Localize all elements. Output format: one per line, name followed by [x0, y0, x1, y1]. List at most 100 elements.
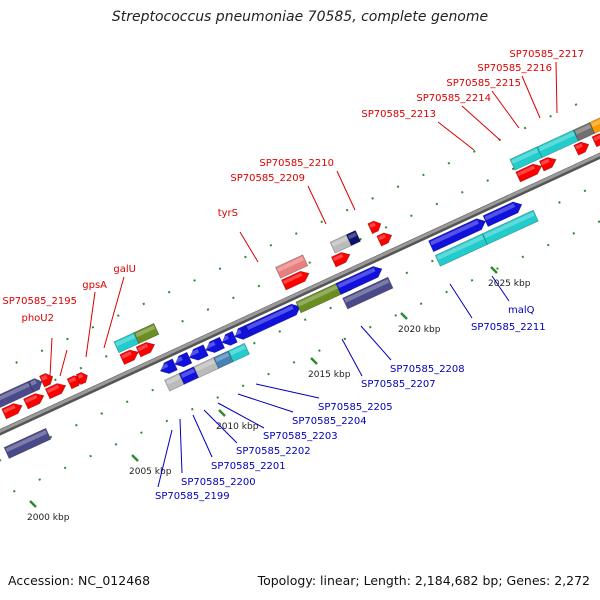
cds-feature [205, 336, 226, 353]
cds-red-feature-shine [332, 253, 344, 262]
cds-feature-shine [337, 267, 376, 289]
label-leader-line [307, 185, 327, 225]
gene-label: SP70585_2210 [259, 158, 334, 169]
cds-red-feature-shine [25, 394, 38, 404]
cds-red-feature [23, 393, 45, 410]
cds-red-feature [573, 141, 590, 156]
gene-label: SP70585_2217 [509, 49, 584, 60]
cds-red-feature [135, 342, 156, 358]
cds-red-feature [591, 133, 600, 148]
cds-feature [221, 330, 238, 346]
cds-feature [28, 378, 43, 393]
cds-feature-shine [484, 203, 516, 221]
cds-feature [133, 323, 160, 344]
gene-label: malQ [508, 305, 535, 316]
cds-red-feature-shine [517, 165, 536, 177]
cds-feature-shine [347, 232, 357, 240]
gene-features [0, 117, 600, 459]
kbp-tick [310, 357, 318, 365]
cds-feature [482, 201, 523, 228]
cds-feature-shine [30, 379, 37, 386]
gene-label: tyrS [218, 208, 238, 219]
cds-feature-shine [115, 334, 136, 347]
cds-red-feature-shine [137, 343, 149, 352]
label-leader-line [437, 121, 475, 151]
cds-feature-shine [5, 430, 48, 453]
cds-feature-shine [538, 131, 575, 152]
label-leader-line [192, 414, 213, 458]
kbp-tick [400, 312, 408, 320]
label-leader-line [491, 90, 520, 129]
label-leader-line [491, 275, 510, 302]
cds-feature-shine [430, 220, 479, 246]
cds-red-feature-shine [46, 384, 60, 393]
cds-feature [342, 276, 394, 310]
cds-feature-shine [0, 382, 30, 401]
cds-feature-shine [135, 325, 156, 338]
cds-red-feature [75, 372, 88, 386]
gene-label: SP70585_2201 [211, 461, 286, 472]
cds-feature [39, 373, 54, 388]
cds-red-feature-shine [282, 272, 303, 285]
kbp-tick [218, 409, 226, 417]
cds-feature-shine [277, 256, 305, 272]
label-leader-line [203, 409, 238, 444]
gene-label: SP70585_2211 [471, 322, 546, 333]
cds-feature-shine [344, 278, 390, 303]
label-leader-line [103, 276, 125, 349]
gene-label: SP70585_2202 [236, 446, 311, 457]
label-leader-line [85, 291, 96, 358]
cds-feature-shine [574, 124, 592, 135]
topology-text: Topology: linear; Length: 2,184,682 bp; … [257, 573, 590, 588]
gene-label: gpsA [82, 280, 107, 291]
cds-feature-shine [246, 305, 294, 330]
label-leader-line [521, 75, 541, 119]
accession-text: Accession: NC_012468 [8, 573, 151, 588]
cds-red-feature-shine [77, 373, 84, 379]
cds-feature [482, 209, 539, 245]
cds-red-feature-shine [378, 234, 386, 241]
cds-feature-shine [297, 280, 349, 307]
kbp-tick-label: 2025 kbp [488, 279, 531, 289]
kbp-tick-label: 2020 kbp [398, 325, 441, 335]
label-leader-line [449, 283, 473, 319]
cds-red-feature [538, 157, 557, 172]
gene-label: SP70585_2209 [230, 173, 305, 184]
label-leader-line [239, 231, 259, 263]
kbp-tick [29, 500, 37, 508]
cds-feature [159, 358, 178, 374]
label-leader-line [461, 105, 501, 141]
cds-feature-shine [331, 236, 348, 247]
kbp-tick [131, 454, 139, 462]
cds-feature-shine [229, 345, 246, 356]
cds-feature-shine [180, 368, 195, 378]
gene-label: SP70585_2205 [318, 402, 393, 413]
cds-feature-shine [221, 335, 229, 342]
gene-label: SP70585_2204 [292, 416, 367, 427]
kbp-tick-label: 2000 kbp [27, 513, 70, 523]
gene-label: SP70585_2214 [416, 93, 491, 104]
cds-feature-shine [204, 341, 216, 350]
cds-feature-shine [436, 235, 484, 260]
label-leader-line [555, 61, 558, 114]
cds-red-feature-shine [121, 351, 132, 359]
label-leader-lines [49, 61, 558, 488]
cds-feature-shine [166, 375, 181, 385]
cds-red-feature-shine [3, 404, 16, 414]
gene-label: SP70585_2203 [263, 431, 338, 442]
cds-feature-shine [483, 211, 535, 239]
cds-feature [335, 266, 383, 295]
cds-red-feature [44, 383, 67, 400]
cds-red-feature [1, 403, 23, 420]
cds-red-feature [280, 270, 310, 291]
cds-feature [428, 218, 486, 253]
cds-feature-shine [188, 348, 200, 357]
genome-backbone [0, 152, 600, 436]
cds-feature-shine [159, 363, 169, 371]
label-leader-line [49, 337, 53, 377]
gene-label: SP70585_2213 [361, 109, 436, 120]
cds-feature-shine [40, 374, 48, 381]
cds-feature [189, 344, 209, 361]
